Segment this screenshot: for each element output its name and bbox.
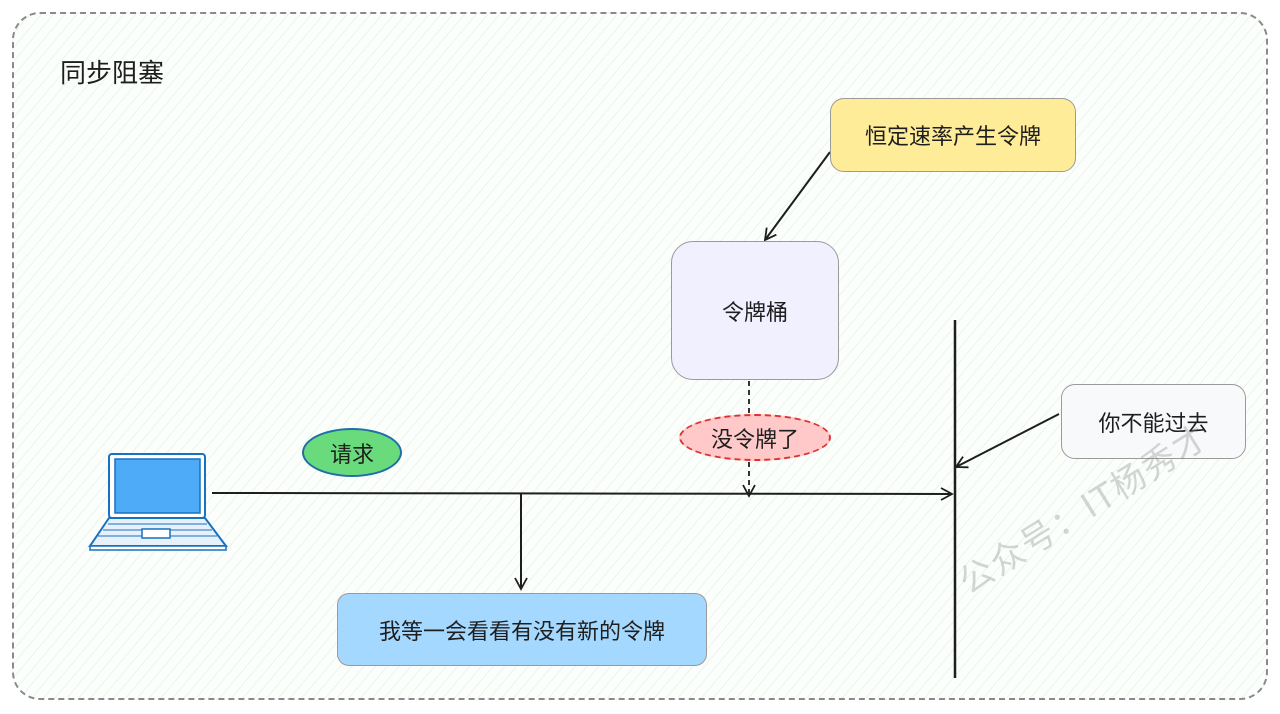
request-arrow: [211, 487, 954, 501]
cannot-pass-node: 你不能过去: [1061, 384, 1246, 459]
token-bucket-label: 令牌桶: [721, 300, 788, 326]
wait-for-token-node: 我等一会看看有没有新的令牌: [337, 593, 707, 666]
wait-for-token-label: 我等一会看看有没有新的令牌: [378, 619, 665, 645]
rate-generator-label: 恒定速率产生令牌: [864, 125, 1041, 150]
pass-to-barrier-arrow: [954, 413, 1060, 469]
token-bucket-node: 令牌桶: [671, 241, 839, 380]
diagram-title: 同步阻塞: [60, 59, 165, 89]
request-label: 请求: [329, 442, 374, 468]
cannot-pass-label: 你不能过去: [1098, 411, 1209, 437]
no-token-pill: 没令牌了: [679, 414, 831, 461]
laptop-icon: [88, 453, 228, 551]
rate-to-bucket-arrow: [763, 151, 831, 242]
no-token-label: 没令牌了: [710, 427, 799, 453]
request-pill: 请求: [302, 428, 402, 477]
rate-generator-node: 恒定速率产生令牌: [830, 98, 1076, 172]
